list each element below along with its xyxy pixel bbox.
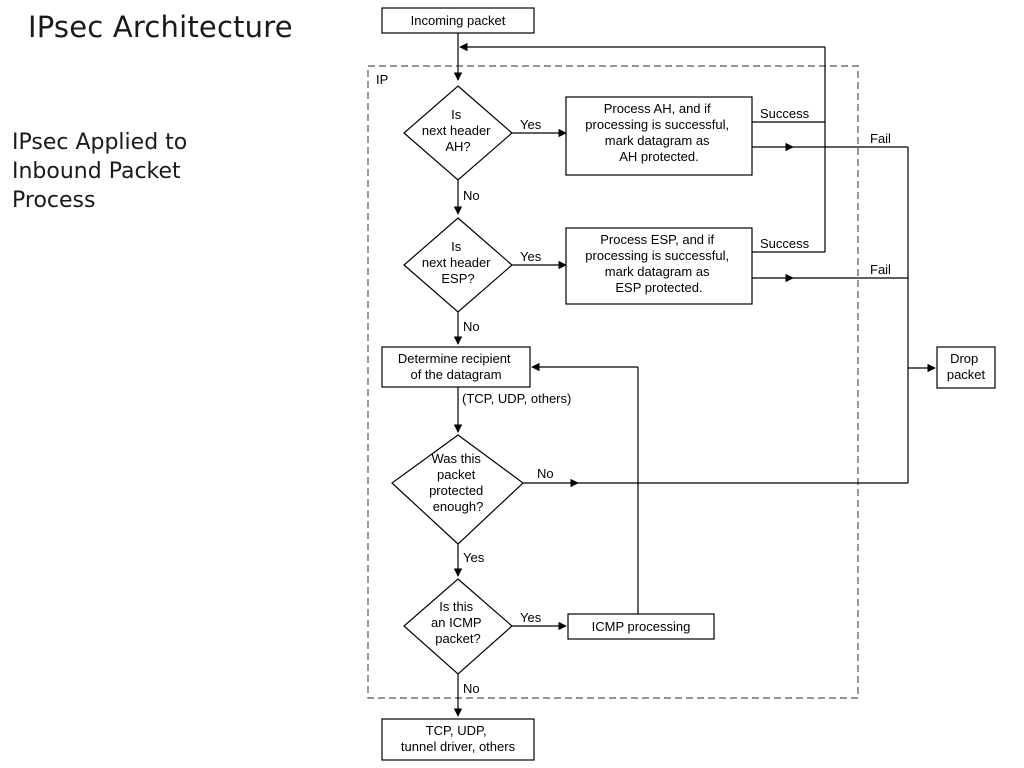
ah-success-label: Success [760,106,810,121]
ah-no-label: No [463,188,480,203]
ah-yes-label: Yes [520,117,542,132]
slide-subtitle: IPsec Applied to Inbound Packet Process [12,128,187,215]
subtitle-line: Inbound Packet [12,159,181,184]
subtitle-line: Process [12,188,96,213]
process-ah-box [565,96,753,176]
esp-success-label: Success [760,236,810,251]
esp-fail-label: Fail [870,262,891,277]
ah-decision-text: Is next header AH? [422,107,494,154]
incoming-packet-label: Incoming packet [411,13,506,28]
drop-packet-text: Drop packet [947,351,986,382]
icmp-processing-box [567,613,715,640]
icmp-yes-label: Yes [520,610,542,625]
ip-region-label: IP [376,72,388,87]
protected-yes-label: Yes [463,550,485,565]
output-box [381,718,535,761]
drop-packet-box [936,346,996,389]
subtitle-line: IPsec Applied to [12,130,188,155]
process-ah-text: Process AH, and if processing is success… [585,101,732,164]
protected-no-label: No [537,466,554,481]
esp-decision-text: Is next header ESP? [422,239,494,286]
icmp-no-label: No [463,681,480,696]
process-esp-text: Process ESP, and if processing is succes… [585,232,732,295]
protected-decision-text: Was this packet protected enough? [429,451,487,514]
output-text: TCP, UDP, tunnel driver, others [401,723,516,754]
slide-title: IPsec Architecture [28,10,293,44]
esp-yes-label: Yes [520,249,542,264]
process-esp-box [565,227,753,305]
determine-recipient-text: Determine recipient of the datagram [398,351,514,382]
ah-fail-label: Fail [870,131,891,146]
ip-region [367,65,859,699]
protocols-label: (TCP, UDP, others) [462,391,571,406]
esp-no-label: No [463,319,480,334]
icmp-decision-text: Is this an ICMP packet? [431,599,485,646]
icmp-processing-text: ICMP processing [592,619,691,634]
determine-recipient-box [381,346,531,388]
